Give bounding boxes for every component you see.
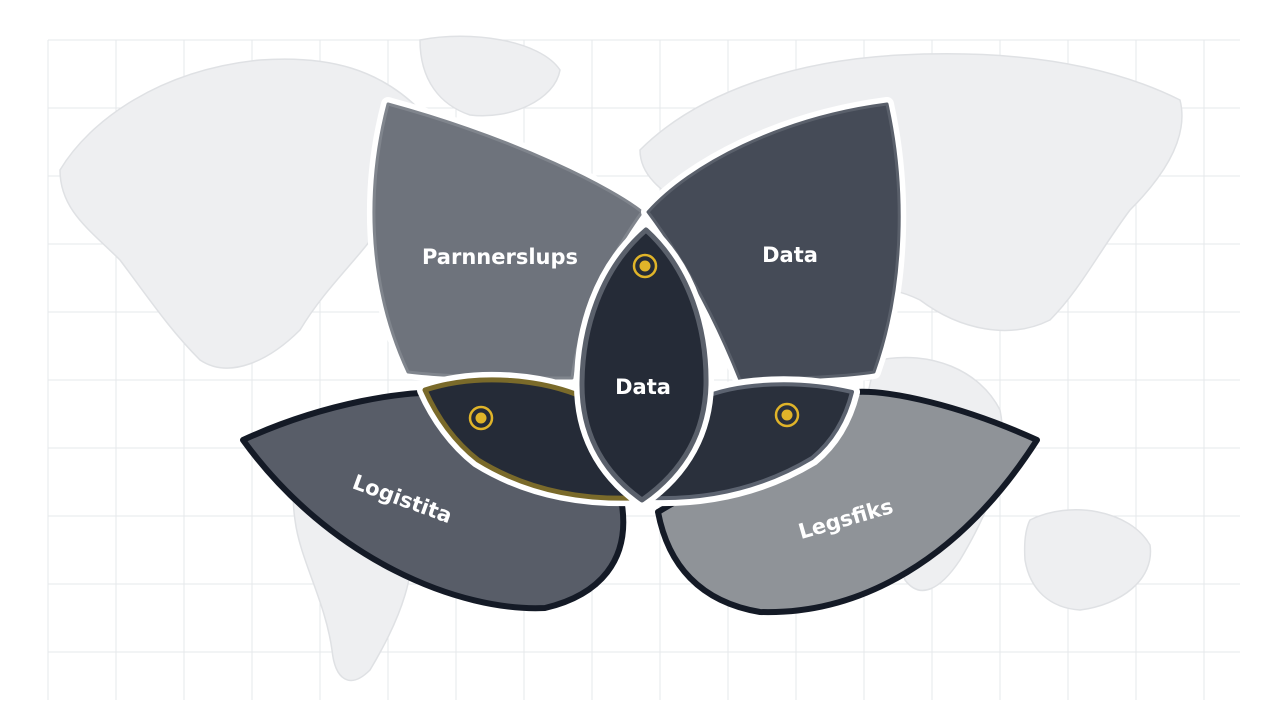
accent-dot-left-core xyxy=(475,412,487,424)
petal-bottom-right-shape xyxy=(655,388,1040,616)
petal-top-right[interactable]: Data xyxy=(641,97,907,387)
greenland-shape xyxy=(419,35,561,117)
petal-center[interactable]: Data xyxy=(574,222,715,508)
accent-dot-right xyxy=(774,402,800,428)
accent-dot-left xyxy=(468,405,494,431)
petal-center-shape xyxy=(579,227,709,503)
petal-top-left-shape xyxy=(372,102,644,380)
petal-bottom-right[interactable]: Legsfiks xyxy=(655,388,1040,616)
australia-shape xyxy=(1023,509,1152,611)
accent-dot-top-core xyxy=(639,260,651,272)
petal-top-left[interactable]: Parnnerslups xyxy=(366,97,649,385)
accent-dot-right-core xyxy=(781,409,793,421)
accent-dot-top xyxy=(632,253,658,279)
petal-top-right-label: Data xyxy=(762,243,818,267)
petal-center-label: Data xyxy=(615,375,671,399)
petal-top-left-label: Parnnerslups xyxy=(422,245,578,269)
